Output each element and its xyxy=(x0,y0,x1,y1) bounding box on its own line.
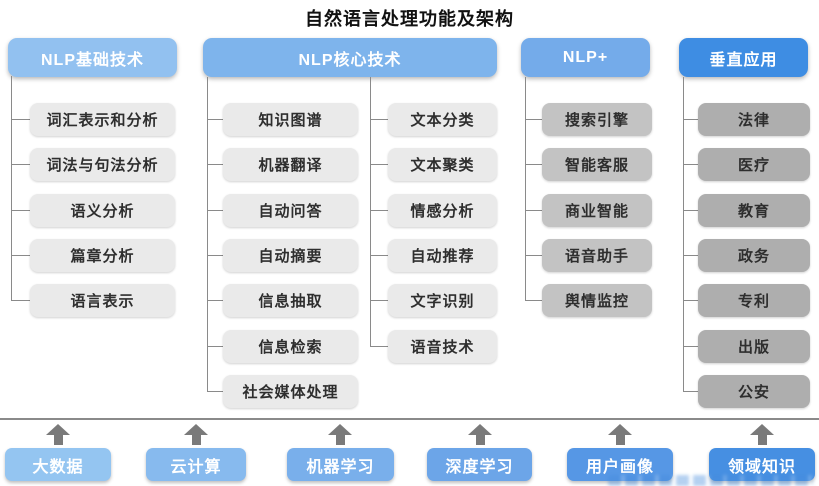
arrow-stem xyxy=(476,435,485,445)
core-left-item-5: 信息抽取 xyxy=(223,284,358,317)
connector-tick xyxy=(207,164,223,165)
core-right-item-5: 文字识别 xyxy=(388,284,497,317)
plus-item-5: 舆情监控 xyxy=(542,284,652,317)
connector-tick xyxy=(207,210,223,211)
connector-tick xyxy=(11,210,30,211)
vertical-item-4: 政务 xyxy=(698,239,810,272)
arrow-stem xyxy=(54,435,63,445)
plus-item-2: 智能客服 xyxy=(542,148,652,181)
up-arrow-icon xyxy=(608,424,632,445)
foundation-item-3: 机器学习 xyxy=(287,448,394,481)
basic-item-3: 语义分析 xyxy=(30,194,175,227)
column-header-core: NLP核心技术 xyxy=(203,38,497,77)
connector-tick xyxy=(370,164,388,165)
up-arrow-icon xyxy=(46,424,70,445)
separator-line xyxy=(0,418,819,420)
connector-tick xyxy=(207,255,223,256)
up-arrow-icon xyxy=(184,424,208,445)
core-right-item-1: 文本分类 xyxy=(388,103,497,136)
core-left-item-4: 自动摘要 xyxy=(223,239,358,272)
core-left-item-7: 社会媒体处理 xyxy=(223,375,358,408)
connector-trunk-core-right xyxy=(370,77,371,346)
connector-tick xyxy=(683,255,698,256)
basic-item-4: 篇章分析 xyxy=(30,239,175,272)
vertical-item-6: 出版 xyxy=(698,330,810,363)
column-header-plus: NLP+ xyxy=(521,38,650,77)
core-left-item-2: 机器翻译 xyxy=(223,148,358,181)
up-arrow-icon xyxy=(328,424,352,445)
connector-tick xyxy=(370,300,388,301)
vertical-item-3: 教育 xyxy=(698,194,810,227)
core-right-item-6: 语音技术 xyxy=(388,330,497,363)
connector-tick xyxy=(11,119,30,120)
arrow-stem xyxy=(192,435,201,445)
connector-tick xyxy=(207,300,223,301)
core-left-item-6: 信息检索 xyxy=(223,330,358,363)
connector-tick xyxy=(11,164,30,165)
connector-tick xyxy=(525,300,542,301)
connector-tick xyxy=(207,119,223,120)
basic-item-1: 词汇表示和分析 xyxy=(30,103,175,136)
basic-item-2: 词法与句法分析 xyxy=(30,148,175,181)
connector-trunk-basic xyxy=(11,76,12,300)
core-left-item-3: 自动问答 xyxy=(223,194,358,227)
arrow-stem xyxy=(758,435,767,445)
connector-tick xyxy=(370,346,388,347)
core-right-item-3: 情感分析 xyxy=(388,194,497,227)
foundation-item-6: 领域知识 xyxy=(709,448,815,481)
watermark-fragment xyxy=(608,475,813,486)
connector-tick xyxy=(370,210,388,211)
vertical-item-7: 公安 xyxy=(698,375,810,408)
plus-item-4: 语音助手 xyxy=(542,239,652,272)
connector-trunk-core-left xyxy=(207,77,208,391)
arrow-head xyxy=(328,424,352,435)
connector-tick xyxy=(370,255,388,256)
vertical-item-5: 专利 xyxy=(698,284,810,317)
arrow-head xyxy=(184,424,208,435)
column-header-vertical: 垂直应用 xyxy=(679,38,808,77)
vertical-item-2: 医疗 xyxy=(698,148,810,181)
core-left-item-1: 知识图谱 xyxy=(223,103,358,136)
connector-tick xyxy=(683,346,698,347)
connector-tick xyxy=(525,164,542,165)
connector-tick xyxy=(683,210,698,211)
page-title: 自然语言处理功能及架构 xyxy=(305,9,514,29)
connector-tick xyxy=(525,119,542,120)
column-header-basic: NLP基础技术 xyxy=(8,38,177,77)
connector-trunk-vertical xyxy=(683,77,684,391)
connector-tick xyxy=(525,210,542,211)
connector-tick xyxy=(683,164,698,165)
arrow-head xyxy=(750,424,774,435)
arrow-head xyxy=(468,424,492,435)
connector-tick xyxy=(207,346,223,347)
connector-tick xyxy=(683,300,698,301)
vertical-item-1: 法律 xyxy=(698,103,810,136)
basic-item-5: 语言表示 xyxy=(30,284,175,317)
plus-item-1: 搜索引擎 xyxy=(542,103,652,136)
connector-tick xyxy=(683,391,698,392)
up-arrow-icon xyxy=(750,424,774,445)
connector-tick xyxy=(207,391,223,392)
foundation-item-5: 用户画像 xyxy=(567,448,673,481)
foundation-item-1: 大数据 xyxy=(5,448,111,481)
connector-trunk-plus xyxy=(525,77,526,300)
foundation-item-4: 深度学习 xyxy=(427,448,532,481)
connector-tick xyxy=(370,119,388,120)
arrow-stem xyxy=(336,435,345,445)
up-arrow-icon xyxy=(468,424,492,445)
core-right-item-2: 文本聚类 xyxy=(388,148,497,181)
arrow-head xyxy=(608,424,632,435)
plus-item-3: 商业智能 xyxy=(542,194,652,227)
core-right-item-4: 自动推荐 xyxy=(388,239,497,272)
connector-tick xyxy=(11,255,30,256)
arrow-head xyxy=(46,424,70,435)
connector-tick xyxy=(525,255,542,256)
connector-tick xyxy=(683,119,698,120)
foundation-item-2: 云计算 xyxy=(146,448,246,481)
arrow-stem xyxy=(616,435,625,445)
connector-tick xyxy=(11,300,30,301)
